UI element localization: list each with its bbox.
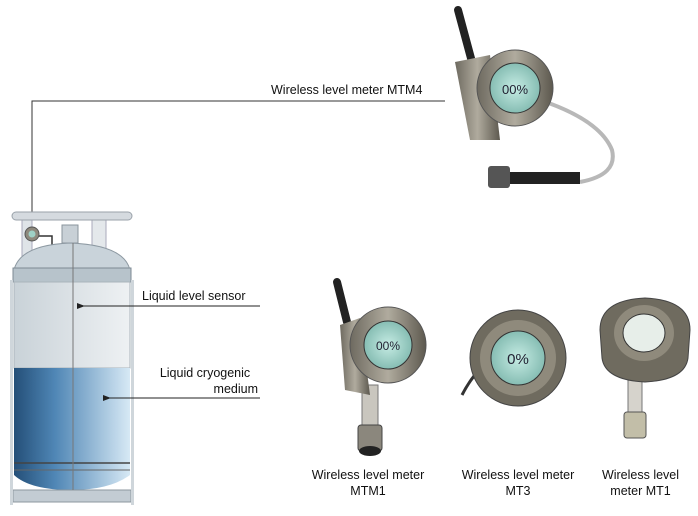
mtm4-label: Wireless level meter MTM4: [271, 83, 423, 97]
antenna: [454, 6, 476, 66]
mtm4-connector-line: [31, 100, 445, 228]
mt1-label: Wireless level meter MT1: [588, 467, 693, 499]
mtm1-label: Wireless level meter MTM1: [298, 467, 438, 499]
mt3-label-line1: Wireless level meter: [461, 468, 575, 482]
mtm1-device: 00%: [333, 278, 427, 456]
mtm4-device: 00%: [454, 6, 615, 188]
mt1-device: [599, 297, 691, 439]
mt3-label: Wireless level meter MT3: [448, 467, 588, 499]
cryogenic-tank: [10, 211, 134, 505]
mt3-display-readout: 0%: [507, 351, 529, 368]
mt1-label-line2: meter MT1: [610, 484, 671, 498]
mtm1-display-readout: 00%: [376, 339, 400, 353]
antenna: [333, 278, 351, 326]
mt3-label-line2: MT3: [505, 484, 531, 498]
mt3-device: 0%: [460, 309, 567, 407]
mt1-label-line1: Wireless level: [601, 468, 680, 482]
medium-label: Liquid cryogenic medium: [150, 365, 260, 397]
medium-label-line1: Liquid cryogenic: [159, 366, 251, 380]
sensor-label: Liquid level sensor: [142, 289, 246, 303]
tank-mounted-meter: [24, 226, 40, 242]
medium-label-line2: medium: [213, 382, 258, 396]
mtm1-label-line1: Wireless level meter: [311, 468, 425, 482]
mtm4-display-readout: 00%: [502, 82, 528, 97]
mtm1-label-line2: MTM1: [350, 484, 386, 498]
